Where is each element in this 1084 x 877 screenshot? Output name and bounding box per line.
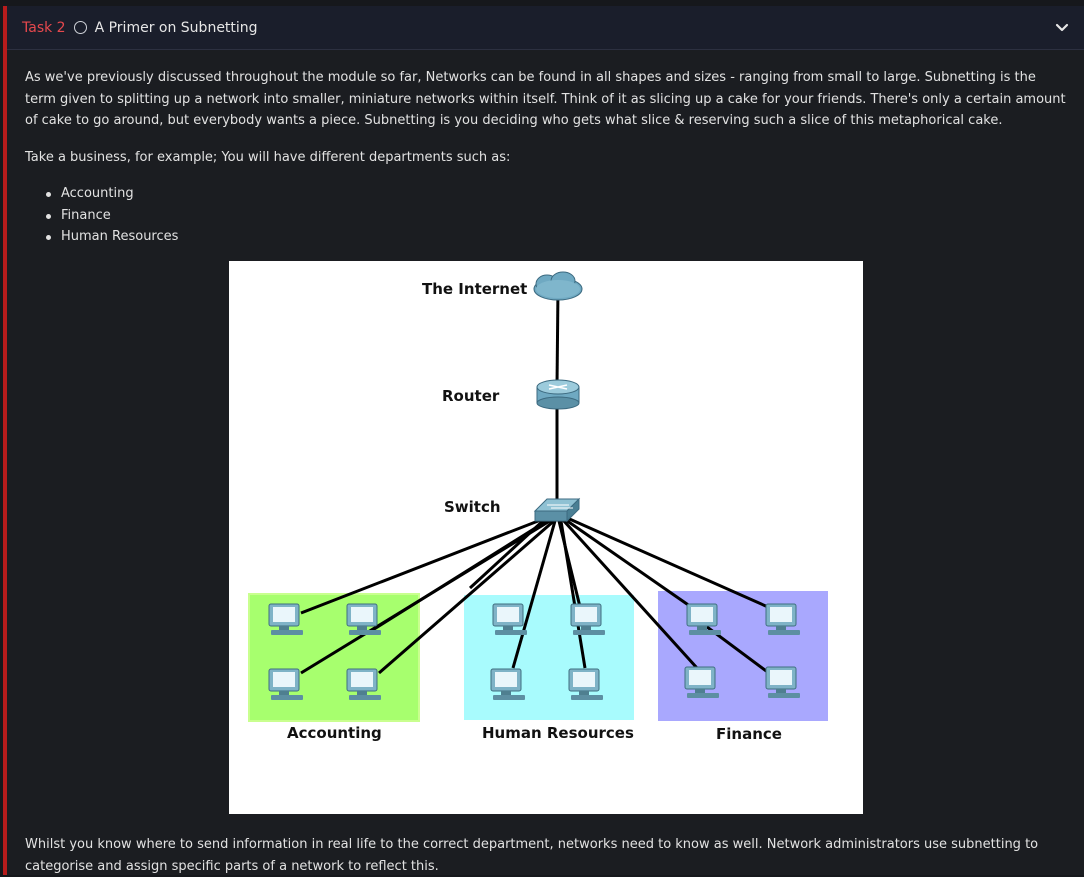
example-paragraph: Take a business, for example; You will h… — [25, 150, 511, 165]
task-header[interactable]: Task 2 A Primer on Subnetting — [7, 6, 1084, 50]
network-diagram: The Internet Router Switch Accounting Hu… — [229, 261, 863, 814]
network-diagram-svg: The Internet Router Switch Accounting Hu… — [248, 271, 828, 743]
finance-subnet-box — [658, 591, 828, 721]
hr-subnet-box — [464, 595, 634, 720]
intro-paragraph: As we've previously discussed throughout… — [25, 70, 1066, 129]
list-item: Human Resources — [43, 226, 178, 248]
finance-pc-icon — [686, 603, 722, 636]
hr-pc-icon — [568, 668, 604, 701]
accounting-pc-icon — [268, 603, 304, 636]
finance-pc-icon — [765, 666, 801, 699]
hr-pc-icon — [492, 603, 528, 636]
hr-label: Human Resources — [482, 724, 634, 742]
accounting-label: Accounting — [287, 724, 382, 742]
accounting-pc-icon — [268, 668, 304, 701]
task-title: A Primer on Subnetting — [94, 19, 258, 36]
network-links — [300, 287, 778, 681]
switch-icon — [533, 497, 581, 523]
task-number: Task 2 — [22, 19, 66, 36]
hr-pc-icon — [570, 603, 606, 636]
finance-pc-icon — [684, 666, 720, 699]
chevron-down-icon[interactable] — [1054, 20, 1070, 36]
closing-paragraph: Whilst you know where to send informatio… — [25, 837, 1039, 874]
list-item: Accounting — [43, 183, 178, 205]
list-item: Finance — [43, 205, 178, 227]
accounting-pc-icon — [346, 603, 382, 636]
department-list: Accounting Finance Human Resources — [43, 183, 178, 248]
switch-label: Switch — [444, 498, 501, 516]
task-complete-circle-icon — [73, 21, 87, 34]
internet-label: The Internet — [422, 280, 527, 298]
router-label: Router — [442, 387, 500, 405]
router-icon — [536, 379, 580, 410]
hr-pc-icon — [490, 668, 526, 701]
accounting-pc-icon — [346, 668, 382, 701]
internet-cloud-icon — [533, 271, 583, 301]
finance-label: Finance — [716, 725, 782, 743]
finance-pc-icon — [765, 603, 801, 636]
